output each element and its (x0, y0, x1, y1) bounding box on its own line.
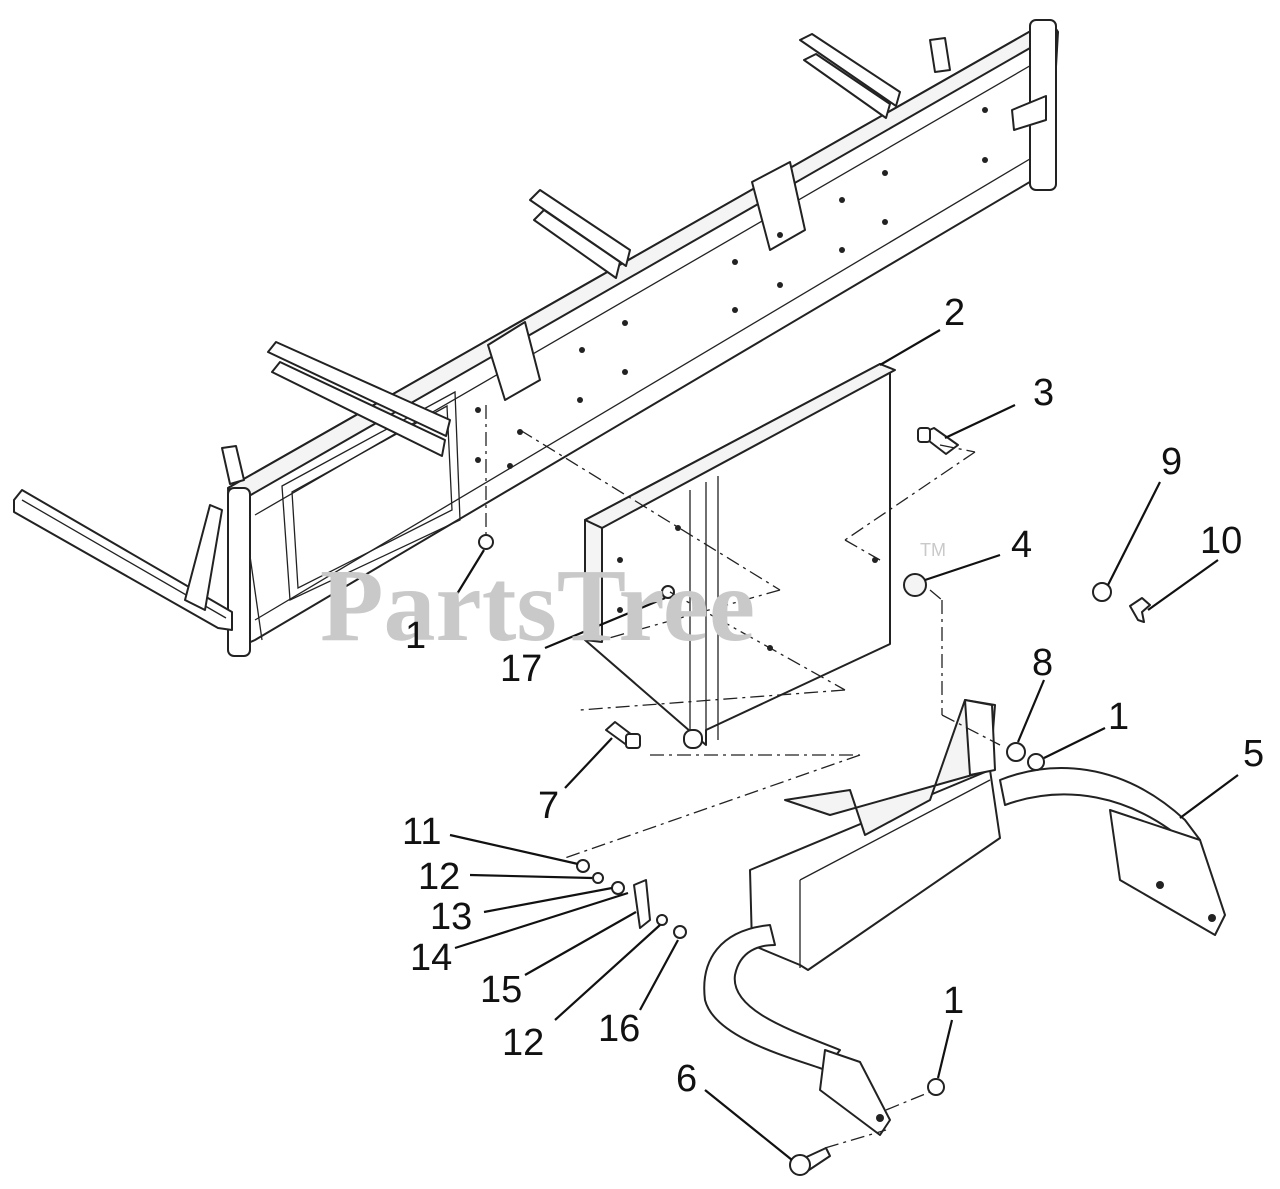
callout-11: 11 (402, 811, 441, 853)
callout-12-lower: 12 (502, 1022, 544, 1064)
callout-17: 17 (500, 648, 542, 690)
callout-15: 15 (480, 969, 522, 1011)
callout-16: 16 (598, 1008, 640, 1050)
callout-3: 3 (1033, 372, 1054, 414)
main-frame (13, 19, 1059, 657)
watermark-trademark: TM (920, 540, 946, 560)
part-5-arm-bracket (703, 699, 1226, 1136)
callout-14: 14 (410, 937, 452, 979)
part-2-bracket-plate (584, 363, 896, 749)
callout-1-right: 1 (1108, 696, 1129, 738)
leader-lines (445, 329, 1239, 1161)
callout-2: 2 (944, 292, 965, 334)
hardware (478, 427, 1151, 1176)
assembly-lines (485, 405, 1001, 1149)
callout-5: 5 (1243, 733, 1264, 775)
callout-1-top: 1 (405, 615, 426, 657)
callout-12-upper: 12 (418, 856, 460, 898)
watermark-text: PartsTree (320, 548, 755, 663)
callout-10: 10 (1200, 520, 1242, 562)
watermark: PartsTree TM (320, 540, 946, 663)
callout-1-bottom: 1 (943, 980, 964, 1022)
callout-13: 13 (430, 896, 472, 938)
callout-6: 6 (676, 1058, 697, 1100)
callout-4: 4 (1011, 524, 1032, 566)
callout-8: 8 (1032, 642, 1053, 684)
callout-9: 9 (1161, 441, 1182, 483)
callout-7: 7 (538, 785, 559, 827)
callouts: 1 2 3 4 9 10 17 8 1 5 7 11 12 13 14 15 1… (402, 292, 1264, 1100)
